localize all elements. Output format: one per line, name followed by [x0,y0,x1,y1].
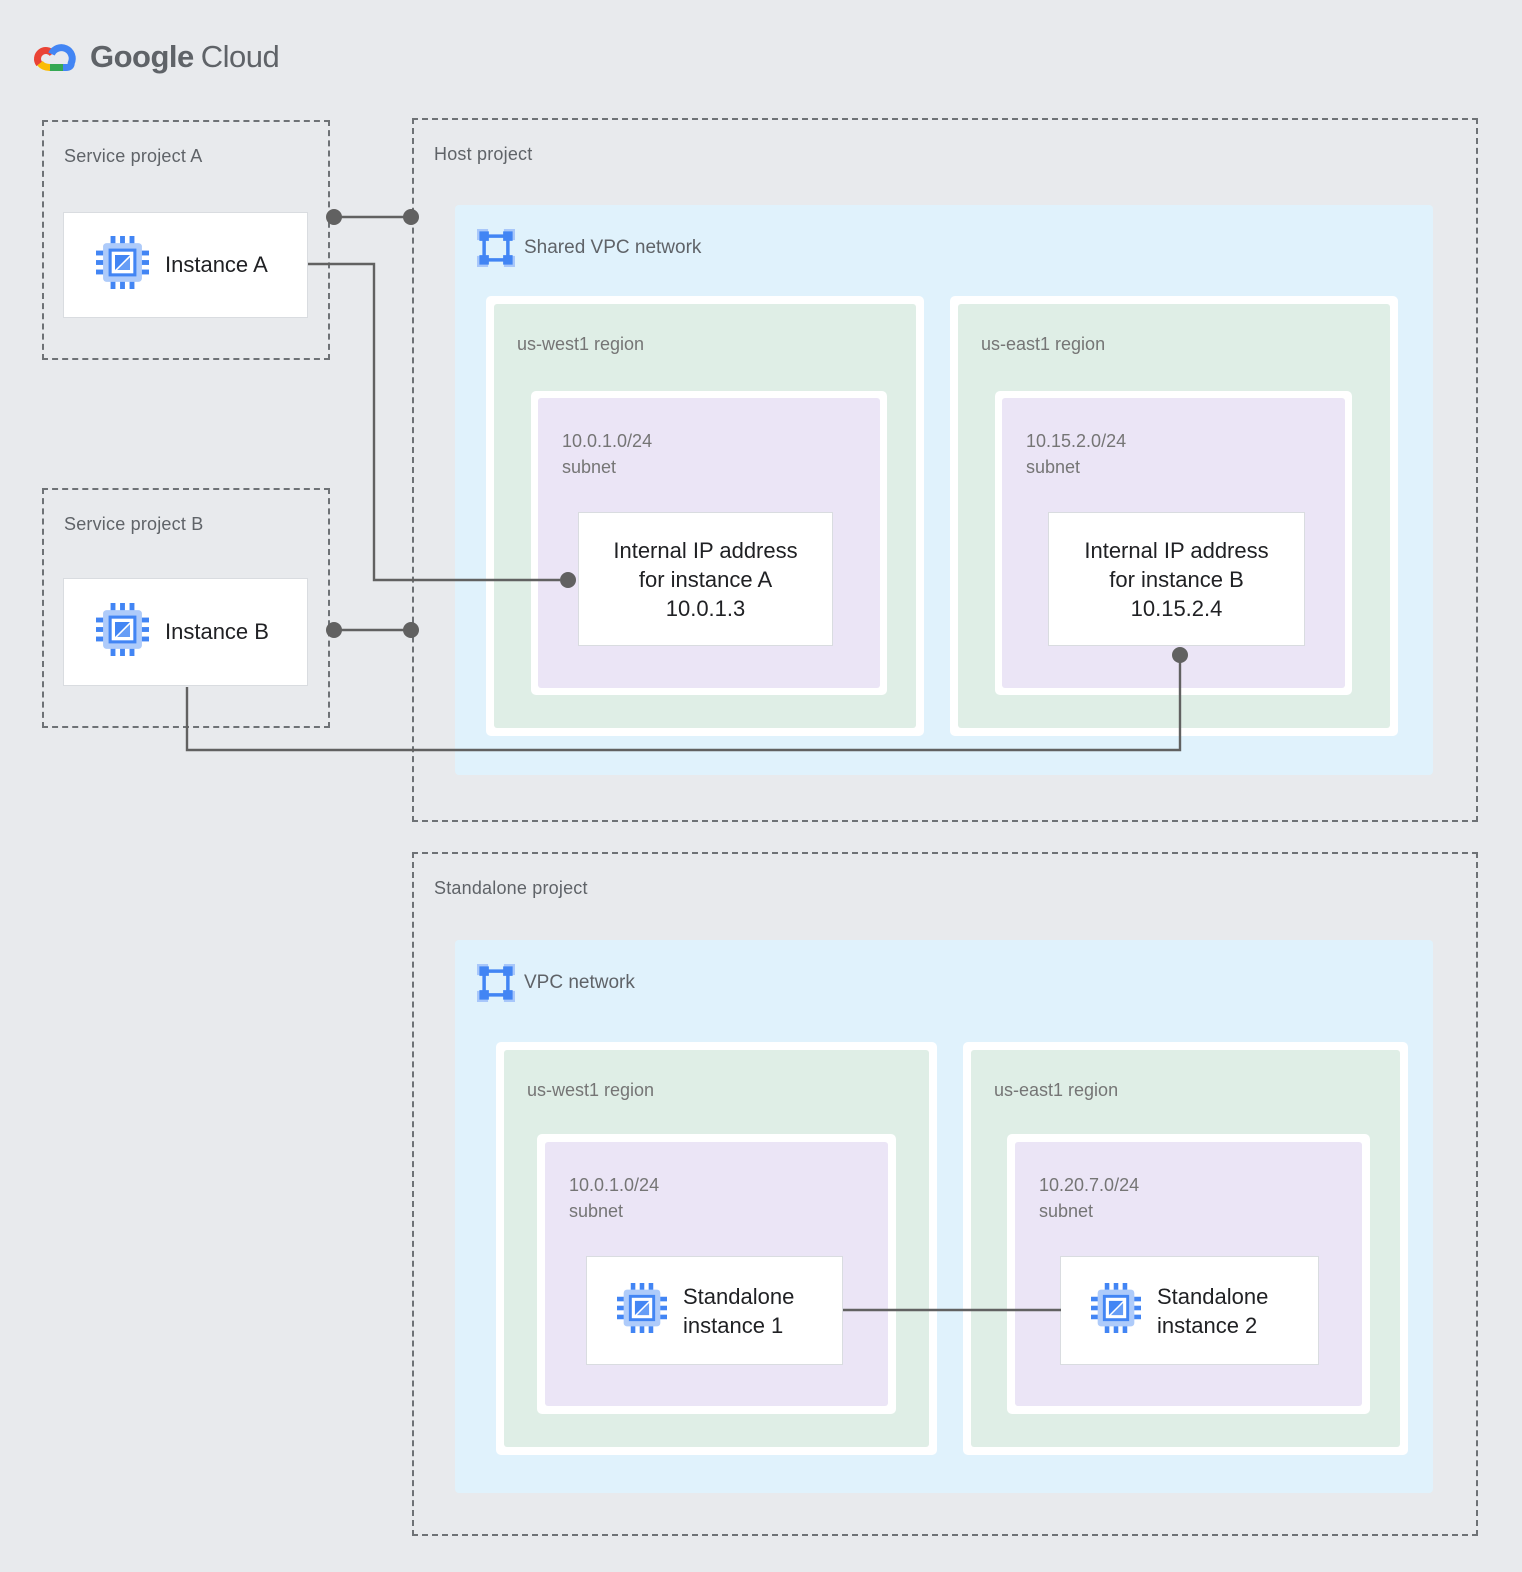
host-us-west1-region-label: us-west1 region [517,334,645,354]
vpc-network-icon [477,964,515,1002]
instance-a-card: Instance A [63,212,308,318]
subnet-cidr: 10.0.1.0/24 [569,1175,660,1195]
service-project-a-label: Service project A [64,146,203,166]
standalone-instance-2-card: Standalone instance 2 [1060,1256,1319,1365]
instance-label-line: Standalone [683,1283,795,1309]
instance-b-label: Instance B [165,619,269,644]
standalone-instance-1-label: Standalone instance 1 [683,1282,794,1340]
host-us-east1-region-label: us-east1 region [981,334,1106,354]
vpc-network-label: VPC network [524,972,635,993]
logo-product: Cloud [200,39,280,74]
compute-engine-icon [617,1283,667,1338]
standalone-east-subnet-label: 10.20.7.0/24 subnet [1039,1172,1139,1224]
compute-engine-icon [96,236,149,294]
subnet-cidr: 10.0.1.0/24 [562,431,653,451]
instance-label-line: instance 1 [683,1312,784,1338]
shared-vpc-network-header: Shared VPC network [477,229,701,267]
subnet-caption: subnet [1039,1201,1094,1221]
ip-card-line: Internal IP address [1084,537,1269,563]
host-west-subnet-label: 10.0.1.0/24 subnet [562,428,652,480]
google-cloud-icon [30,38,80,76]
ip-card-line: for instance B [1109,566,1244,592]
ip-card-line: 10.15.2.4 [1130,595,1223,621]
compute-engine-icon [1091,1283,1141,1338]
service-project-b-label: Service project B [64,514,204,534]
subnet-caption: subnet [1026,457,1081,477]
standalone-us-east1-region-label: us-east1 region [994,1080,1119,1100]
subnet-caption: subnet [562,457,617,477]
standalone-us-west1-region-label: us-west1 region [527,1080,655,1100]
subnet-caption: subnet [569,1201,624,1221]
host-east-subnet-label: 10.15.2.0/24 subnet [1026,428,1126,480]
ip-card-line: for instance A [638,566,773,592]
compute-engine-icon [96,603,149,661]
ip-card-line: 10.0.1.3 [665,595,746,621]
standalone-instance-2-label: Standalone instance 2 [1157,1282,1268,1340]
logo-brand: Google [90,39,194,74]
standalone-project-box [412,852,1478,1536]
host-project-label: Host project [434,144,533,164]
service-project-a-box [42,120,330,360]
subnet-cidr: 10.20.7.0/24 [1039,1175,1140,1195]
standalone-instance-1-card: Standalone instance 1 [586,1256,843,1365]
subnet-cidr: 10.15.2.0/24 [1026,431,1127,451]
instance-label-line: Standalone [1157,1283,1269,1309]
vpc-network-header: VPC network [477,964,635,1002]
instance-b-card: Instance B [63,578,308,686]
instance-a-label: Instance A [165,252,268,277]
ip-card-line: Internal IP address [613,537,798,563]
instance-label-line: instance 2 [1157,1312,1258,1338]
internal-ip-a-card: Internal IP address for instance A 10.0.… [578,512,833,646]
standalone-west-subnet-label: 10.0.1.0/24 subnet [569,1172,659,1224]
internal-ip-b-card: Internal IP address for instance B 10.15… [1048,512,1305,646]
standalone-project-label: Standalone project [434,878,588,898]
shared-vpc-network-label: Shared VPC network [524,237,702,258]
vpc-network-icon [477,229,515,267]
